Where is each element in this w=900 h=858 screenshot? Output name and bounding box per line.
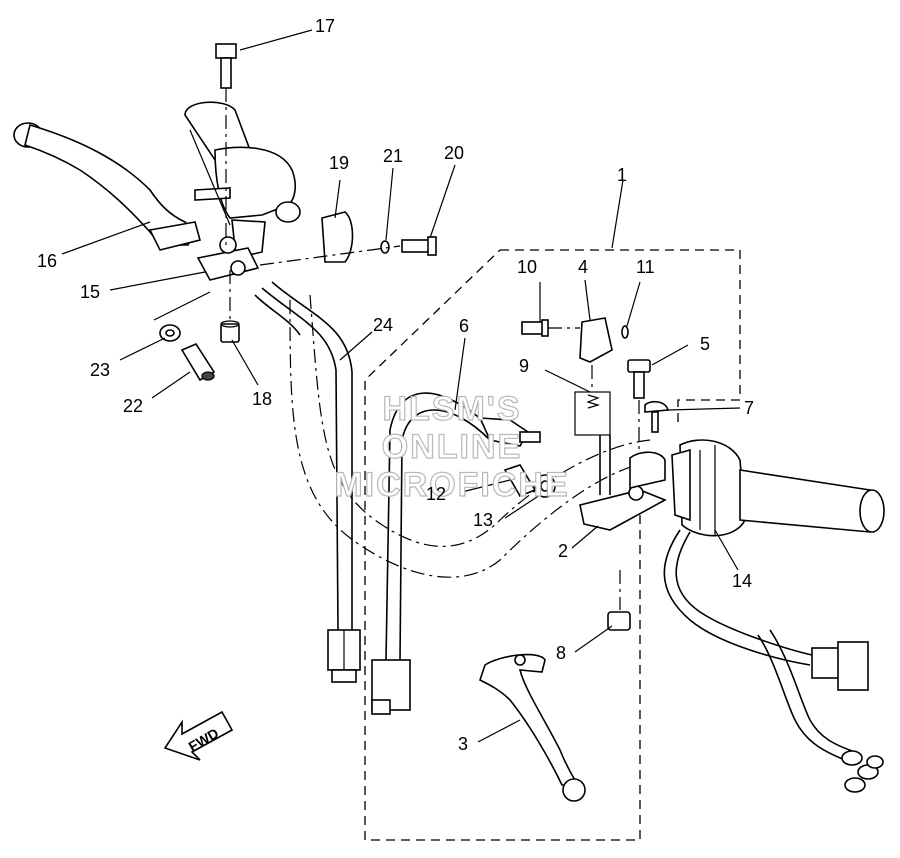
callout-19: 19 [329, 153, 349, 173]
watermark-line-2: ONLINE [382, 428, 522, 466]
switch-housing-14 [671, 439, 885, 537]
callout-16: 16 [37, 251, 57, 271]
callout-20: 20 [444, 143, 464, 163]
bolt-17 [215, 43, 237, 245]
callout-10: 10 [517, 257, 537, 277]
fwd-arrow-icon: FWD [163, 710, 234, 761]
leader-lines [61, 29, 741, 743]
lever-holder-2 [579, 451, 667, 531]
callout-6: 6 [459, 316, 469, 336]
wiring-harness [663, 529, 884, 793]
washer-23 [159, 324, 181, 342]
nut-13 [534, 474, 556, 498]
callout-1: 1 [617, 165, 627, 185]
callout-11: 11 [636, 257, 655, 277]
callout-labels: 1 2 3 4 5 6 7 8 9 10 11 12 13 14 15 16 1… [37, 16, 754, 754]
callout-4: 4 [578, 257, 588, 277]
assembly-boundary [364, 249, 741, 841]
watermark-line-1: HLSM'S [382, 390, 521, 428]
watermark-line-3: MICROFICHE [334, 466, 569, 504]
callout-5: 5 [700, 334, 710, 354]
handlebar-outline [289, 294, 651, 578]
bracket-15 [196, 236, 260, 281]
callout-17: 17 [315, 16, 335, 36]
nut-18 [220, 270, 240, 343]
callout-13: 13 [473, 510, 493, 530]
lever-3 [479, 653, 586, 802]
callout-7: 7 [744, 398, 754, 418]
callout-18: 18 [252, 389, 272, 409]
master-cylinder [184, 101, 301, 259]
screw-7 [644, 400, 670, 433]
lever-16 [13, 122, 201, 251]
callout-3: 3 [458, 734, 468, 754]
cable-24 [254, 281, 361, 683]
callout-22: 22 [123, 396, 143, 416]
callout-21: 21 [383, 146, 403, 166]
switch-6 [371, 392, 541, 715]
callout-9: 9 [519, 356, 529, 376]
spring-9 [574, 365, 611, 495]
callout-12: 12 [426, 484, 446, 504]
watermark: HLSM'S ONLINE MICROFICHE [334, 389, 569, 504]
callout-2: 2 [558, 541, 568, 561]
callout-15: 15 [80, 282, 100, 302]
parts-10-4-11 [521, 317, 629, 363]
parts-19-20-21 [259, 211, 437, 266]
callout-8: 8 [556, 643, 566, 663]
callout-23: 23 [90, 360, 110, 380]
bolt-22 [180, 342, 216, 382]
callout-14: 14 [732, 571, 752, 591]
callout-24: 24 [373, 315, 393, 335]
nut-8 [607, 570, 631, 631]
